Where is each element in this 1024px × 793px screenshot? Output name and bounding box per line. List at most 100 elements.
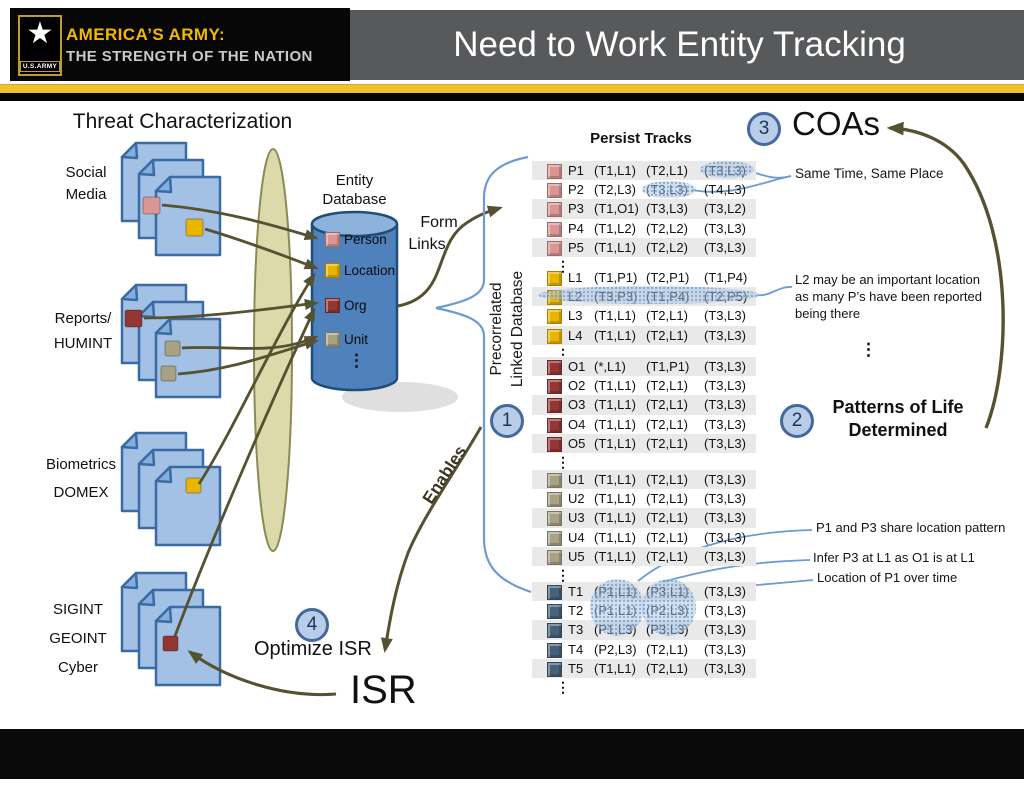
row-cell: (P1,L3) [594,622,637,638]
org-cube-icon [547,417,562,433]
table-row: L3(T1,L1)(T2,L1)(T3,L3) [532,306,756,325]
row-label: U1 [568,472,585,487]
patterns-of-life-label: Patterns of Life Determined [828,396,968,442]
unit-cube-icon [547,549,562,565]
row-label: T2 [568,603,584,619]
row-cell: (T2,L1) [646,327,688,343]
row-cell: (T3,L3) [704,472,746,487]
source-label-reports-humint: Reports/ HUMINT [42,306,124,356]
row-cell: (T2,L1) [646,660,688,676]
table-row: P5(T1,L1)(T2,L2)(T3,L3) [532,237,756,257]
row-label: P1 [568,163,584,178]
row-cell: (T1,L1) [594,660,636,676]
row-label: T3 [568,622,584,638]
row-cell: (T2,L1) [646,416,688,432]
unit-cube-reports-1 [164,340,181,357]
step-circle-2: 2 [780,404,814,438]
location-cube-domex [185,477,202,494]
source-line: GEOINT [49,630,107,647]
row-label: O1 [568,359,586,374]
annotation-l2-important-location: L2 may be an important location as many … [795,271,1000,322]
enables-arrow [380,426,483,653]
row-cell: (T2,L1) [646,491,688,507]
track-cube-icon [547,585,562,600]
db-entry-unit: Unit [325,332,368,347]
row-cell: (T3,L3) [704,641,746,657]
form-links-label: Form [420,214,458,231]
isr-label: ISR [350,668,417,712]
track-group-U: U1(T1,L1)(T2,L1)(T3,L3)U2(T1,L1)(T2,L1)(… [532,470,756,566]
unit-cube-reports-2 [160,365,177,382]
location-cube-icon [547,290,562,306]
person-cube-icon [547,221,562,237]
row-cell: (T3,L3) [704,660,746,676]
table-row: L2(T3,P3)(T1,P4)(T2,P5) [532,287,756,307]
row-label: L3 [568,308,583,324]
table-row: T4(P2,L3)(T2,L1)(T3,L3) [532,640,756,659]
table-row: T3(P1,L3)(P3,L3)(T3,L3) [532,620,756,640]
row-cell: (T2,L1) [646,435,688,451]
person-cube-icon [547,183,562,199]
org-cube-icon [325,298,340,313]
army-logo-panel: ★ U.S.ARMY AMERICA’S ARMY: THE STRENGTH … [10,8,350,81]
row-cell: (T2,L1) [646,308,688,324]
us-army-logo-text: U.S.ARMY [19,61,61,72]
track-cube-icon [547,623,562,639]
unit-cube-icon [325,332,340,347]
row-cell: (T3,L3) [704,327,746,343]
row-label: T5 [568,660,584,676]
row-cell: (T3,L3) [704,529,746,545]
row-label: L2 [568,289,583,305]
row-cell: (T3,P3) [594,289,638,305]
row-cell: (T1,O1) [594,201,639,217]
table-row: L4(T1,L1)(T2,L1)(T3,L3) [532,325,756,345]
brand-line-1: AMERICA’S ARMY: [66,25,225,44]
row-label: U4 [568,529,585,545]
person-cube-icon [547,202,562,218]
table-row: O4(T1,L1)(T2,L1)(T3,L3) [532,415,756,434]
row-cell: (T3,L3) [704,510,746,526]
step-circle-1: 1 [490,404,524,438]
row-cell: (T3,L3) [704,397,746,413]
row-label: L1 [568,270,583,285]
coas-arrow [886,121,1005,429]
row-cell: (T2,L1) [646,529,688,545]
track-group-P: P1(T1,L1)(T2,L1)(T3,L3)P2(T2,L3)(T3,L3)(… [532,161,756,257]
person-cube-icon [325,232,340,247]
row-cell: (T1,L1) [594,510,636,526]
row-cell: (T3,L3) [704,378,746,394]
row-cell: (T3,L3) [646,182,688,198]
entity-database-title: Entity Database [312,171,397,209]
table-row: L1(T1,P1)(T2,P1)(T1,P4) [532,268,756,287]
org-cube-icon [547,436,562,452]
row-cell: (T3,L2) [704,201,746,217]
table-row: P1(T1,L1)(T2,L1)(T3,L3) [532,161,756,181]
row-cell: (T1,L1) [594,397,636,413]
track-group-O: O1(*,L1)(T1,P1)(T3,L3)O2(T1,L1)(T2,L1)(T… [532,357,756,453]
row-cell: (T3,L3) [704,239,746,255]
row-label: O5 [568,435,586,451]
row-cell: (P3,L3) [646,622,689,638]
source-line: Social [65,164,107,181]
row-cell: (T2,L2) [646,239,688,255]
org-cube-icon [547,398,562,414]
person-cube-social [142,196,161,215]
row-cell: (T2,L1) [646,472,688,487]
location-cube-icon [547,271,562,286]
db-entry-label: Location [344,263,396,278]
row-cell: (T1,L1) [594,416,636,432]
row-label: U5 [568,548,585,564]
row-cell: (T3,L3) [704,435,746,451]
row-cell: (*,L1) [594,359,626,374]
annotation-location-over-time: Location of P1 over time [817,570,958,585]
row-cell: (T3,L3) [704,416,746,432]
row-cell: (T1,L1) [594,491,636,507]
table-brace [435,155,532,594]
table-row: O3(T1,L1)(T2,L1)(T3,L3) [532,395,756,415]
unit-cube-icon [547,492,562,508]
row-cell: (T2,P5) [704,289,748,305]
footer-bar: 5 [0,729,1024,779]
optimize-isr-label: Optimize ISR [254,638,372,660]
row-cell: (P2,L3) [594,641,637,657]
row-cell: (T3,L3) [704,548,746,564]
